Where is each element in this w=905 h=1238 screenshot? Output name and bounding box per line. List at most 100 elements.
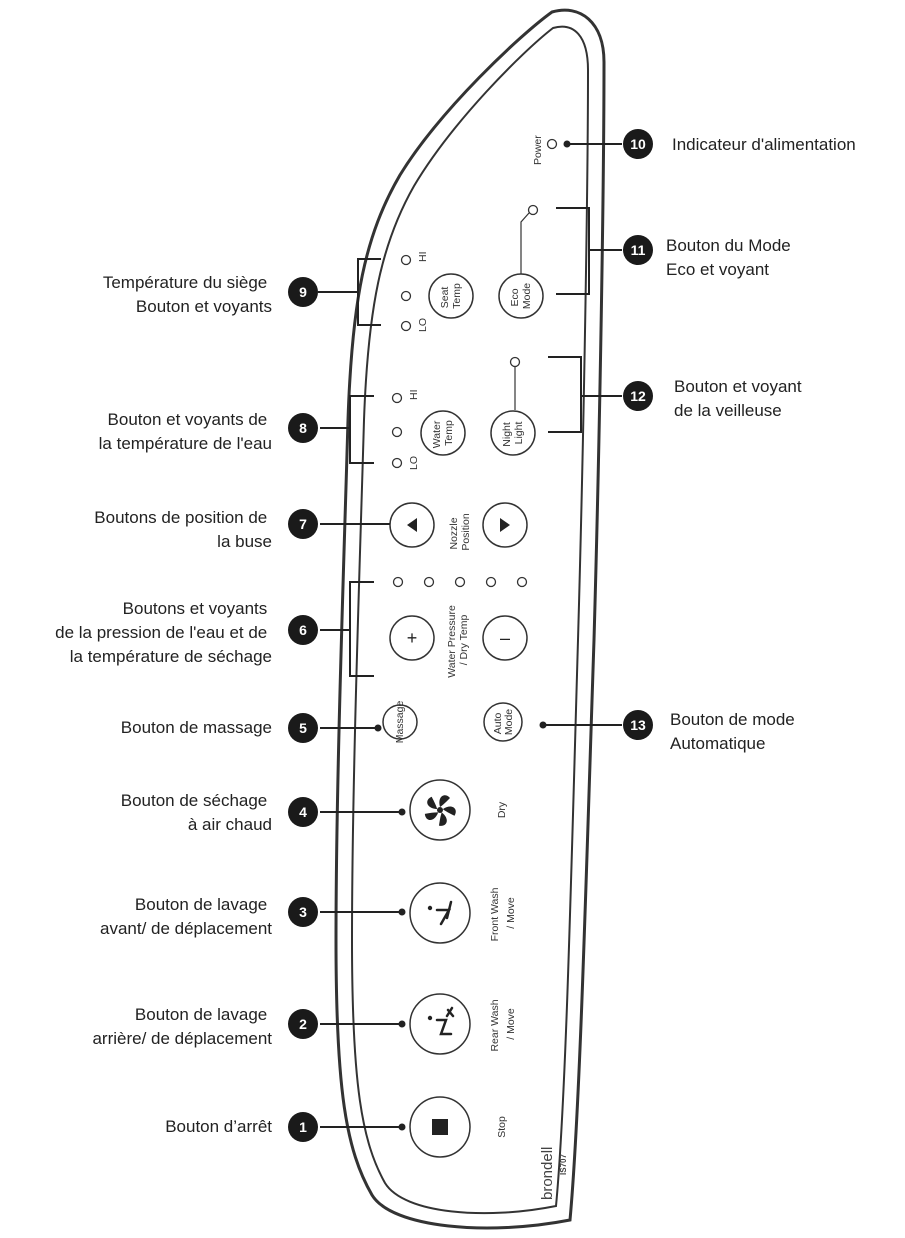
badge-8: 8 bbox=[288, 413, 318, 443]
front-wash-label-2: / Move bbox=[505, 897, 517, 929]
svg-text:Eco Mode: Eco Mode bbox=[509, 283, 533, 309]
water-temp-button[interactable] bbox=[420, 410, 466, 456]
pressure-led-4 bbox=[485, 576, 497, 588]
pressure-led-1 bbox=[392, 576, 404, 588]
rear-wash-button[interactable] bbox=[409, 993, 471, 1055]
massage-button[interactable] bbox=[382, 704, 418, 740]
eco-led bbox=[527, 204, 539, 216]
callout-5-text: Bouton de massage bbox=[121, 718, 272, 737]
brand-logo: brondell IS707 bbox=[539, 1147, 568, 1200]
brand-name: brondell bbox=[539, 1147, 556, 1200]
badge-5: 5 bbox=[288, 713, 318, 743]
front-wash-icon bbox=[427, 900, 453, 926]
callout-13-text: Bouton de mode Automatique bbox=[670, 710, 800, 753]
auto-mode-label-2: Mode bbox=[503, 709, 515, 735]
pressure-led-3 bbox=[454, 576, 466, 588]
badge-10: 10 bbox=[623, 129, 653, 159]
seat-temp-group: HI LO Seat Temp bbox=[400, 252, 474, 332]
stop-icon bbox=[432, 1119, 448, 1135]
nozzle-label-2: Position bbox=[460, 513, 472, 551]
pressure-plus-button[interactable] bbox=[389, 615, 435, 661]
front-wash-label-1: Front Wash bbox=[489, 887, 501, 941]
svg-text:6: 6 bbox=[299, 622, 307, 638]
seat-temp-label-1: Seat bbox=[439, 287, 451, 309]
eco-mode-label-2: Mode bbox=[521, 283, 533, 309]
front-wash-button[interactable] bbox=[409, 882, 471, 944]
badge-6: 6 bbox=[288, 615, 318, 645]
water-lo-label: LO bbox=[408, 456, 420, 470]
svg-text:4: 4 bbox=[299, 804, 307, 820]
svg-text:Auto Mode: Auto Mode bbox=[492, 709, 515, 735]
svg-text:9: 9 bbox=[299, 284, 307, 300]
night-light-label-1: Night bbox=[501, 422, 513, 447]
eco-mode-label-1: Eco bbox=[509, 288, 521, 306]
badge-11: 11 bbox=[623, 235, 653, 265]
remote-outline bbox=[334, 8, 606, 1230]
stop-label: Stop bbox=[496, 1116, 508, 1138]
water-pressure-group: + Water Pressure / Dry Temp – bbox=[389, 576, 528, 678]
seat-lo-led bbox=[400, 320, 412, 332]
badge-13: 13 bbox=[623, 710, 653, 740]
minus-icon: – bbox=[500, 628, 510, 648]
right-arrow-icon bbox=[500, 518, 510, 532]
seat-temp-label-2: Temp bbox=[451, 283, 463, 309]
nozzle-position-group: Nozzle Position bbox=[389, 502, 528, 551]
eco-mode-group: Eco Mode bbox=[498, 204, 544, 319]
badge-4: 4 bbox=[288, 797, 318, 827]
svg-text:3: 3 bbox=[299, 904, 307, 920]
callout-7-text: Boutons de position de la buse bbox=[94, 508, 272, 551]
water-temp-label-2: Temp bbox=[443, 420, 455, 446]
callout-4-text: Bouton de séchage à air chaud bbox=[121, 791, 272, 834]
svg-text:1: 1 bbox=[299, 1119, 307, 1135]
badge-12: 12 bbox=[623, 381, 653, 411]
model-number: IS707 bbox=[559, 1154, 568, 1175]
callout-6-text: Boutons et voyants de la pression de l'e… bbox=[55, 599, 272, 666]
badge-7: 7 bbox=[288, 509, 318, 539]
seat-hi-led bbox=[400, 254, 412, 266]
auto-mode-button[interactable] bbox=[483, 702, 523, 742]
svg-text:Water Temp: Water Temp bbox=[431, 418, 455, 449]
svg-text:Front Wash / Move: Front Wash / Move bbox=[489, 885, 517, 942]
water-mid-led bbox=[391, 426, 403, 438]
badge-2: 2 bbox=[288, 1009, 318, 1039]
night-light-button[interactable] bbox=[490, 410, 536, 456]
pressure-led-5 bbox=[516, 576, 528, 588]
eco-mode-button[interactable] bbox=[498, 273, 544, 319]
seat-hi-label: HI bbox=[417, 252, 429, 263]
svg-text:12: 12 bbox=[630, 388, 646, 404]
svg-text:Rear Wash / Move: Rear Wash / Move bbox=[489, 996, 517, 1051]
badge-1: 1 bbox=[288, 1112, 318, 1142]
water-temp-group: HI LO Water Temp bbox=[391, 390, 466, 470]
svg-text:Night Light: Night Light bbox=[501, 419, 525, 446]
svg-text:10: 10 bbox=[630, 136, 646, 152]
svg-text:11: 11 bbox=[631, 242, 646, 258]
callout-10-text: Indicateur d'alimentation bbox=[672, 135, 856, 154]
callout-1-text: Bouton d’arrêt bbox=[165, 1117, 272, 1136]
leader-lines bbox=[318, 143, 622, 1128]
massage-label: Massage bbox=[394, 701, 406, 744]
svg-text:5: 5 bbox=[299, 720, 307, 736]
seat-lo-label: LO bbox=[417, 318, 429, 332]
badge-3: 3 bbox=[288, 897, 318, 927]
pressure-minus-button[interactable] bbox=[482, 615, 528, 661]
power-label: Power bbox=[532, 135, 544, 165]
water-lo-led bbox=[391, 457, 403, 469]
callout-12-text: Bouton et voyant de la veilleuse bbox=[674, 377, 806, 420]
callout-9-text: Température du siège Bouton et voyants bbox=[103, 273, 272, 316]
pressure-label-2: / Dry Temp bbox=[458, 615, 470, 666]
fan-icon bbox=[424, 795, 456, 826]
plus-icon: + bbox=[407, 628, 418, 648]
water-hi-led bbox=[391, 392, 403, 404]
pressure-led-2 bbox=[423, 576, 435, 588]
power-indicator-group: Power bbox=[532, 135, 558, 165]
svg-text:Seat Temp: Seat Temp bbox=[439, 283, 463, 309]
callout-11-text: Bouton du Mode Eco et voyant bbox=[666, 236, 796, 279]
seat-temp-button[interactable] bbox=[428, 273, 474, 319]
pressure-label-1: Water Pressure bbox=[446, 605, 458, 678]
svg-text:Water Pressure / Dry Tem: Water Pressure / Dry Temp bbox=[446, 602, 470, 677]
rear-wash-label-1: Rear Wash bbox=[489, 999, 501, 1051]
badge-9: 9 bbox=[288, 277, 318, 307]
seat-mid-led bbox=[400, 290, 412, 302]
water-hi-label: HI bbox=[408, 390, 420, 401]
night-light-label-2: Light bbox=[513, 422, 525, 445]
